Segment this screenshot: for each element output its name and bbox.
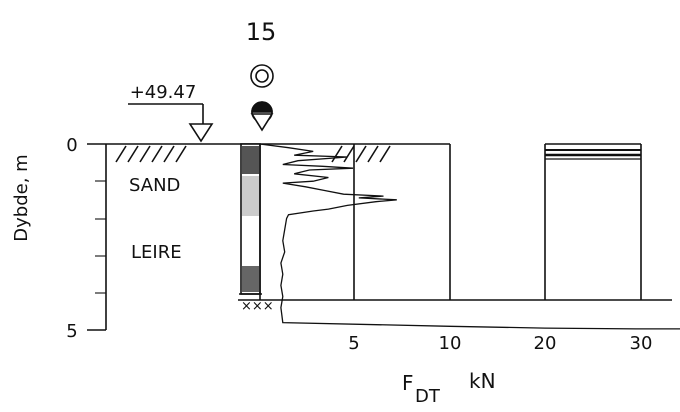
x-tick-label: 5 [348, 333, 359, 354]
y-tick-label: 5 [66, 321, 77, 342]
sounding-method-icon [250, 101, 274, 132]
log-fill-bottom [242, 266, 259, 292]
x-axis-label-subscript: DT [415, 386, 441, 407]
resistance-curve [259, 143, 680, 330]
y-axis-label: Dybde, m [11, 154, 32, 241]
sample-marks: ××× [241, 299, 274, 314]
layer-label-sand: SAND [129, 175, 180, 196]
layer-label-leire: LEIRE [131, 242, 182, 263]
borehole-id: 15 [246, 18, 277, 46]
x-tick-label: 30 [630, 333, 653, 354]
x-axis-label-main: F [402, 371, 414, 395]
x-axis-unit: kN [469, 369, 496, 393]
log-fill-sand [242, 176, 259, 216]
upper-box-bands [545, 149, 641, 160]
x-tick-label: 10 [439, 333, 462, 354]
y-tick-label: 0 [66, 135, 77, 156]
resistance-curve-group [259, 143, 680, 330]
x-tick-label: 20 [534, 333, 557, 354]
log-fill-top [242, 146, 259, 174]
double-circle-icon [250, 64, 274, 88]
water-level-triangle-icon [188, 123, 214, 143]
ground-hatch [115, 145, 391, 163]
water-level-elevation: +49.47 [130, 82, 197, 103]
